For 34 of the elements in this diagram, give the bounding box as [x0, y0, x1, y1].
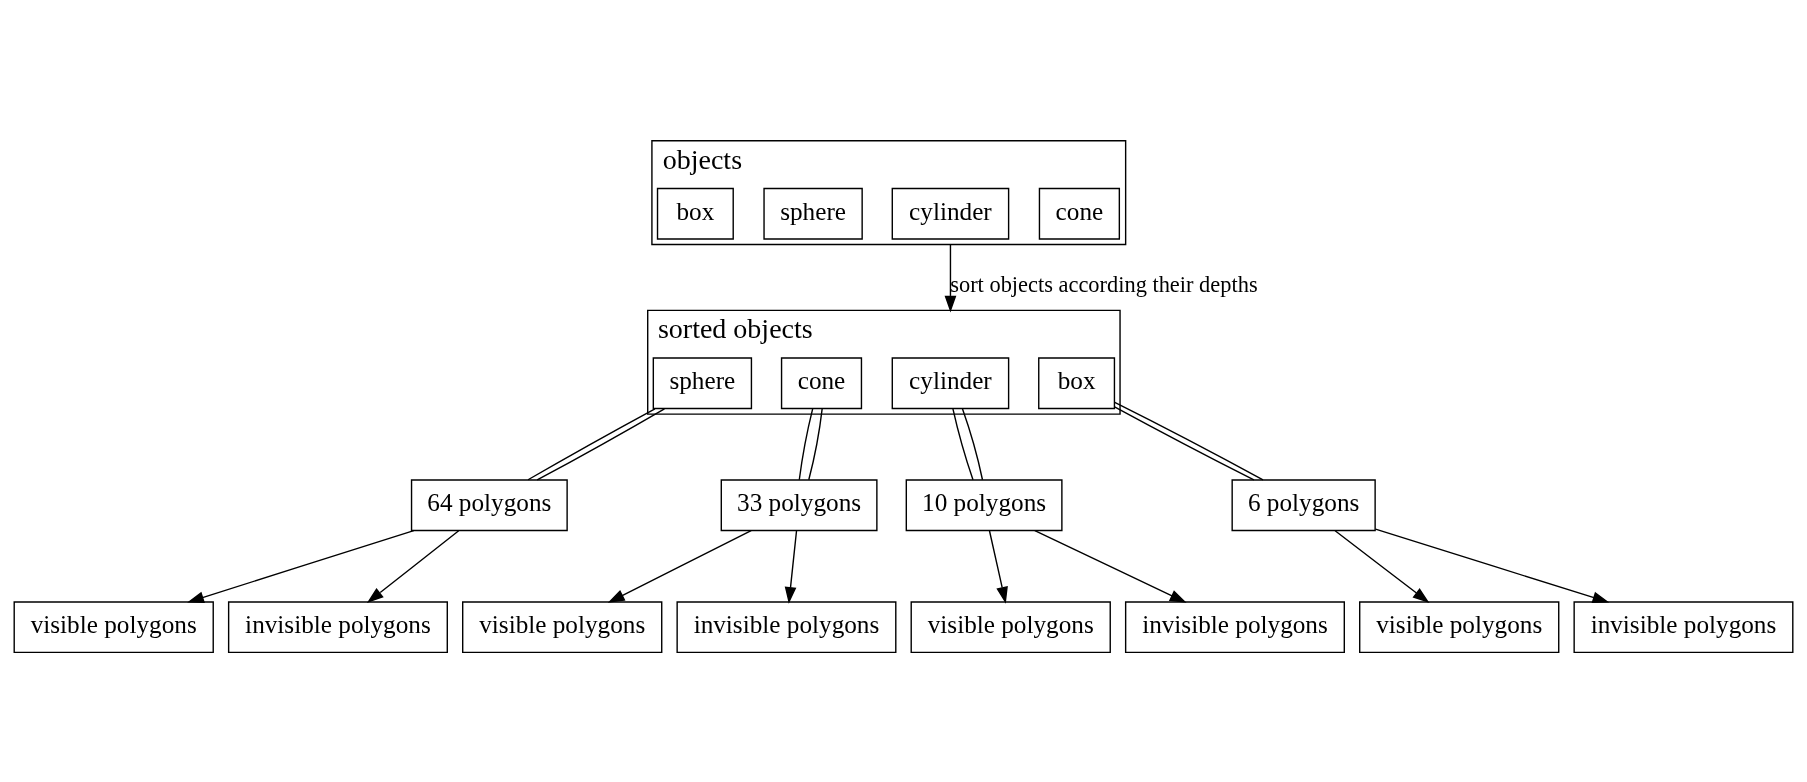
node-box: visible polygons	[910, 601, 1111, 654]
node-box: 64 polygons	[410, 479, 568, 532]
edge-label: sort objects according their depths	[950, 271, 1258, 297]
arrow	[1374, 528, 1610, 604]
node-box: visible polygons	[462, 601, 663, 654]
node-box: visible polygons	[1359, 601, 1560, 654]
node-box: sphere	[652, 357, 753, 410]
arrow	[366, 530, 460, 603]
node-box: cylinder	[891, 187, 1010, 240]
arrow	[607, 530, 752, 603]
connector	[808, 408, 823, 481]
connector	[798, 408, 814, 481]
node-box: 6 polygons	[1231, 479, 1376, 532]
arrow	[784, 530, 798, 604]
node-box: invisible polygons	[676, 601, 897, 654]
node-box: invisible polygons	[1573, 601, 1794, 654]
node-box: 10 polygons	[905, 479, 1063, 532]
node-box: 33 polygons	[720, 479, 878, 532]
arrow	[1334, 530, 1430, 603]
node-box: box	[656, 187, 734, 240]
connector	[952, 408, 974, 481]
node-box: sphere	[763, 187, 863, 240]
node-box: cone	[1038, 187, 1121, 240]
node-box: visible polygons	[13, 601, 214, 654]
node-box: cone	[780, 357, 863, 410]
node-box: invisible polygons	[1124, 601, 1345, 654]
arrow	[187, 529, 415, 603]
connector	[961, 408, 984, 481]
arrow	[944, 243, 957, 313]
node-box: invisible polygons	[227, 601, 448, 654]
arrow	[1034, 530, 1187, 603]
node-box: cylinder	[891, 357, 1010, 410]
node-box: box	[1038, 357, 1116, 410]
arrow	[988, 530, 1008, 604]
